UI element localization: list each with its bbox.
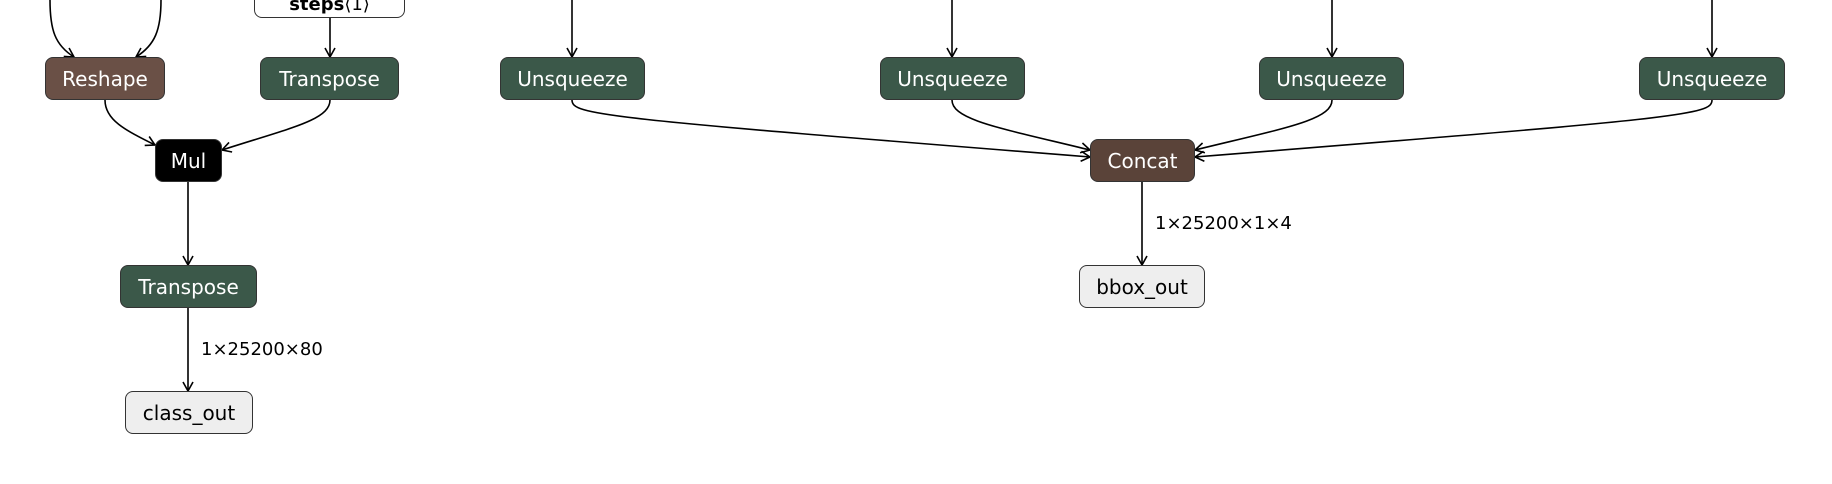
edge-unsqueeze4-concat (1193, 99, 1713, 162)
edge-into-reshape-left (49, 0, 76, 58)
node-unsqueeze-1[interactable]: Unsqueeze (500, 57, 645, 100)
node-concat[interactable]: Concat (1090, 139, 1195, 182)
node-bbox-out[interactable]: bbox_out (1079, 265, 1205, 308)
node-mul[interactable]: Mul (155, 139, 222, 182)
edge-reshape-mul (104, 99, 157, 147)
edge-transpose-mul (220, 99, 331, 153)
edge-label-bbox-out-shape: 1×25200×1×4 (1155, 213, 1292, 234)
node-unsqueeze-2[interactable]: Unsqueeze (880, 57, 1025, 100)
node-unsqueeze-3[interactable]: Unsqueeze (1259, 57, 1404, 100)
edge-unsqueeze2-concat (951, 99, 1092, 154)
node-steps-initializer[interactable]: steps⟨1⟩ (254, 0, 405, 18)
edge-unsqueeze1-concat (571, 99, 1092, 162)
node-reshape[interactable]: Reshape (45, 57, 165, 100)
edge-label-class-out-shape: 1×25200×80 (201, 339, 323, 360)
node-class-out[interactable]: class_out (125, 391, 253, 434)
node-transpose-bottom[interactable]: Transpose (120, 265, 257, 308)
edge-unsqueeze3-concat (1193, 99, 1333, 154)
node-transpose-top[interactable]: Transpose (260, 57, 399, 100)
edge-into-reshape-right (134, 0, 162, 58)
node-unsqueeze-4[interactable]: Unsqueeze (1639, 57, 1785, 100)
